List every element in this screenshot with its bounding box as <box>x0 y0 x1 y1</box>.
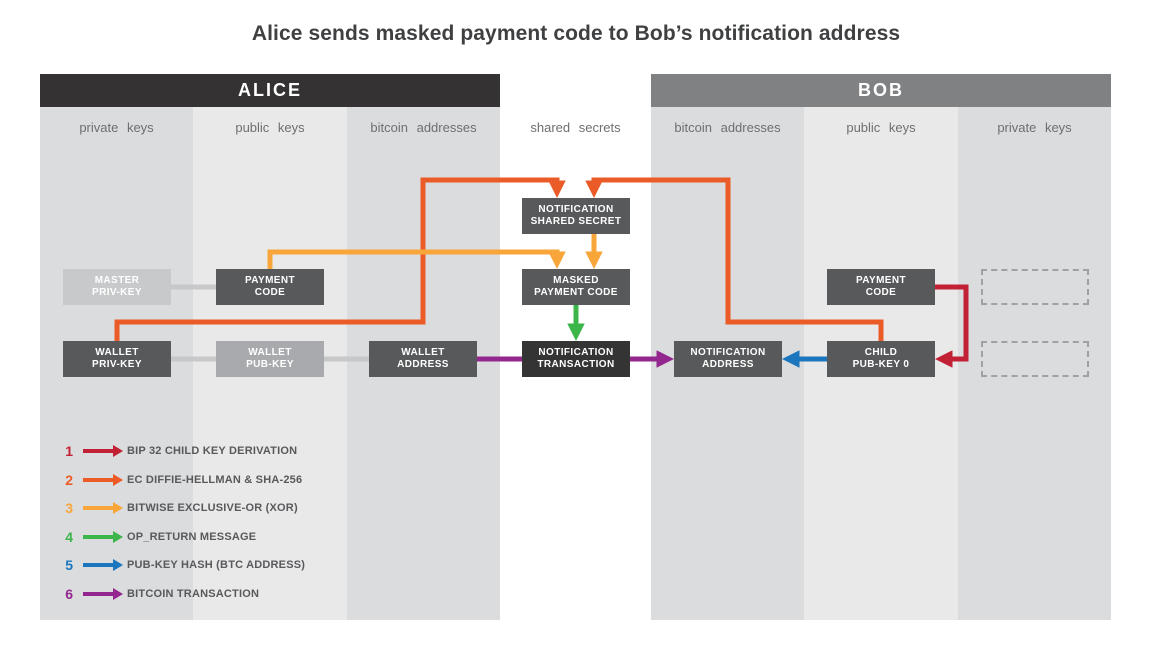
column-bob-private-keys <box>958 107 1111 620</box>
green-arrow-icon <box>83 530 123 543</box>
legend-number: 6 <box>65 585 73 602</box>
legend-label: PUB-KEY HASH (BTC ADDRESS) <box>127 559 306 572</box>
legend-item-2: 2 EC DIFFIE-HELLMAN & SHA-256 <box>57 466 305 495</box>
orange-arrow-icon <box>83 473 123 486</box>
legend-number: 1 <box>65 443 73 460</box>
node-notification-address: NOTIFICATION ADDRESS <box>674 341 782 377</box>
node-wallet-address: WALLET ADDRESS <box>369 341 477 377</box>
legend-item-6: 6 BITCOIN TRANSACTION <box>57 580 305 609</box>
node-masked-payment-code: MASKED PAYMENT CODE <box>522 269 630 305</box>
legend-number: 5 <box>65 557 73 574</box>
legend-label: BITCOIN TRANSACTION <box>127 587 260 600</box>
column-label-bob-private-keys: private keys <box>997 120 1072 135</box>
legend-number: 4 <box>65 528 73 545</box>
alice-header: ALICE <box>40 74 500 107</box>
blue-arrow-icon <box>83 559 123 572</box>
yellow-arrow-icon <box>83 502 123 515</box>
column-label-alice-bitcoin-addresses: bitcoin addresses <box>370 120 477 135</box>
legend-label: OP_RETURN MESSAGE <box>127 530 257 543</box>
column-label-bob-public-keys: public keys <box>846 120 916 135</box>
bob-header: BOB <box>651 74 1111 107</box>
legend-number: 2 <box>65 471 73 488</box>
node-notification-shared-secret: NOTIFICATION SHARED SECRET <box>522 198 630 234</box>
legend-number: 3 <box>65 500 73 517</box>
node-master-priv-key: MASTER PRIV-KEY <box>63 269 171 305</box>
node-payment-code-alice: PAYMENT CODE <box>216 269 324 305</box>
node-bob-private-key-placeholder-2 <box>981 341 1089 377</box>
node-child-pub-key-0: CHILD PUB-KEY 0 <box>827 341 935 377</box>
node-payment-code-bob: PAYMENT CODE <box>827 269 935 305</box>
node-notification-transaction: NOTIFICATION TRANSACTION <box>522 341 630 377</box>
column-label-alice-private-keys: private keys <box>79 120 154 135</box>
page-title: Alice sends masked payment code to Bob’s… <box>251 22 901 45</box>
legend-item-1: 1 BIP 32 CHILD KEY DERIVATION <box>57 437 305 466</box>
column-label-alice-public-keys: public keys <box>235 120 305 135</box>
column-label-shared-secrets: shared secrets <box>530 120 621 135</box>
legend-item-5: 5 PUB-KEY HASH (BTC ADDRESS) <box>57 551 305 580</box>
legend: 1 BIP 32 CHILD KEY DERIVATION 2 EC DIFFI… <box>57 437 305 608</box>
legend-item-4: 4 OP_RETURN MESSAGE <box>57 523 305 552</box>
purple-arrow-icon <box>83 587 123 600</box>
node-wallet-pub-key: WALLET PUB-KEY <box>216 341 324 377</box>
node-wallet-priv-key: WALLET PRIV-KEY <box>63 341 171 377</box>
legend-label: EC DIFFIE-HELLMAN & SHA-256 <box>127 473 303 486</box>
red-arrow-icon <box>83 445 123 458</box>
legend-item-3: 3 BITWISE EXCLUSIVE-OR (XOR) <box>57 494 305 523</box>
column-label-bob-bitcoin-addresses: bitcoin addresses <box>674 120 781 135</box>
legend-label: BIP 32 CHILD KEY DERIVATION <box>127 445 298 458</box>
node-bob-private-key-placeholder-1 <box>981 269 1089 305</box>
legend-label: BITWISE EXCLUSIVE-OR (XOR) <box>127 502 298 515</box>
